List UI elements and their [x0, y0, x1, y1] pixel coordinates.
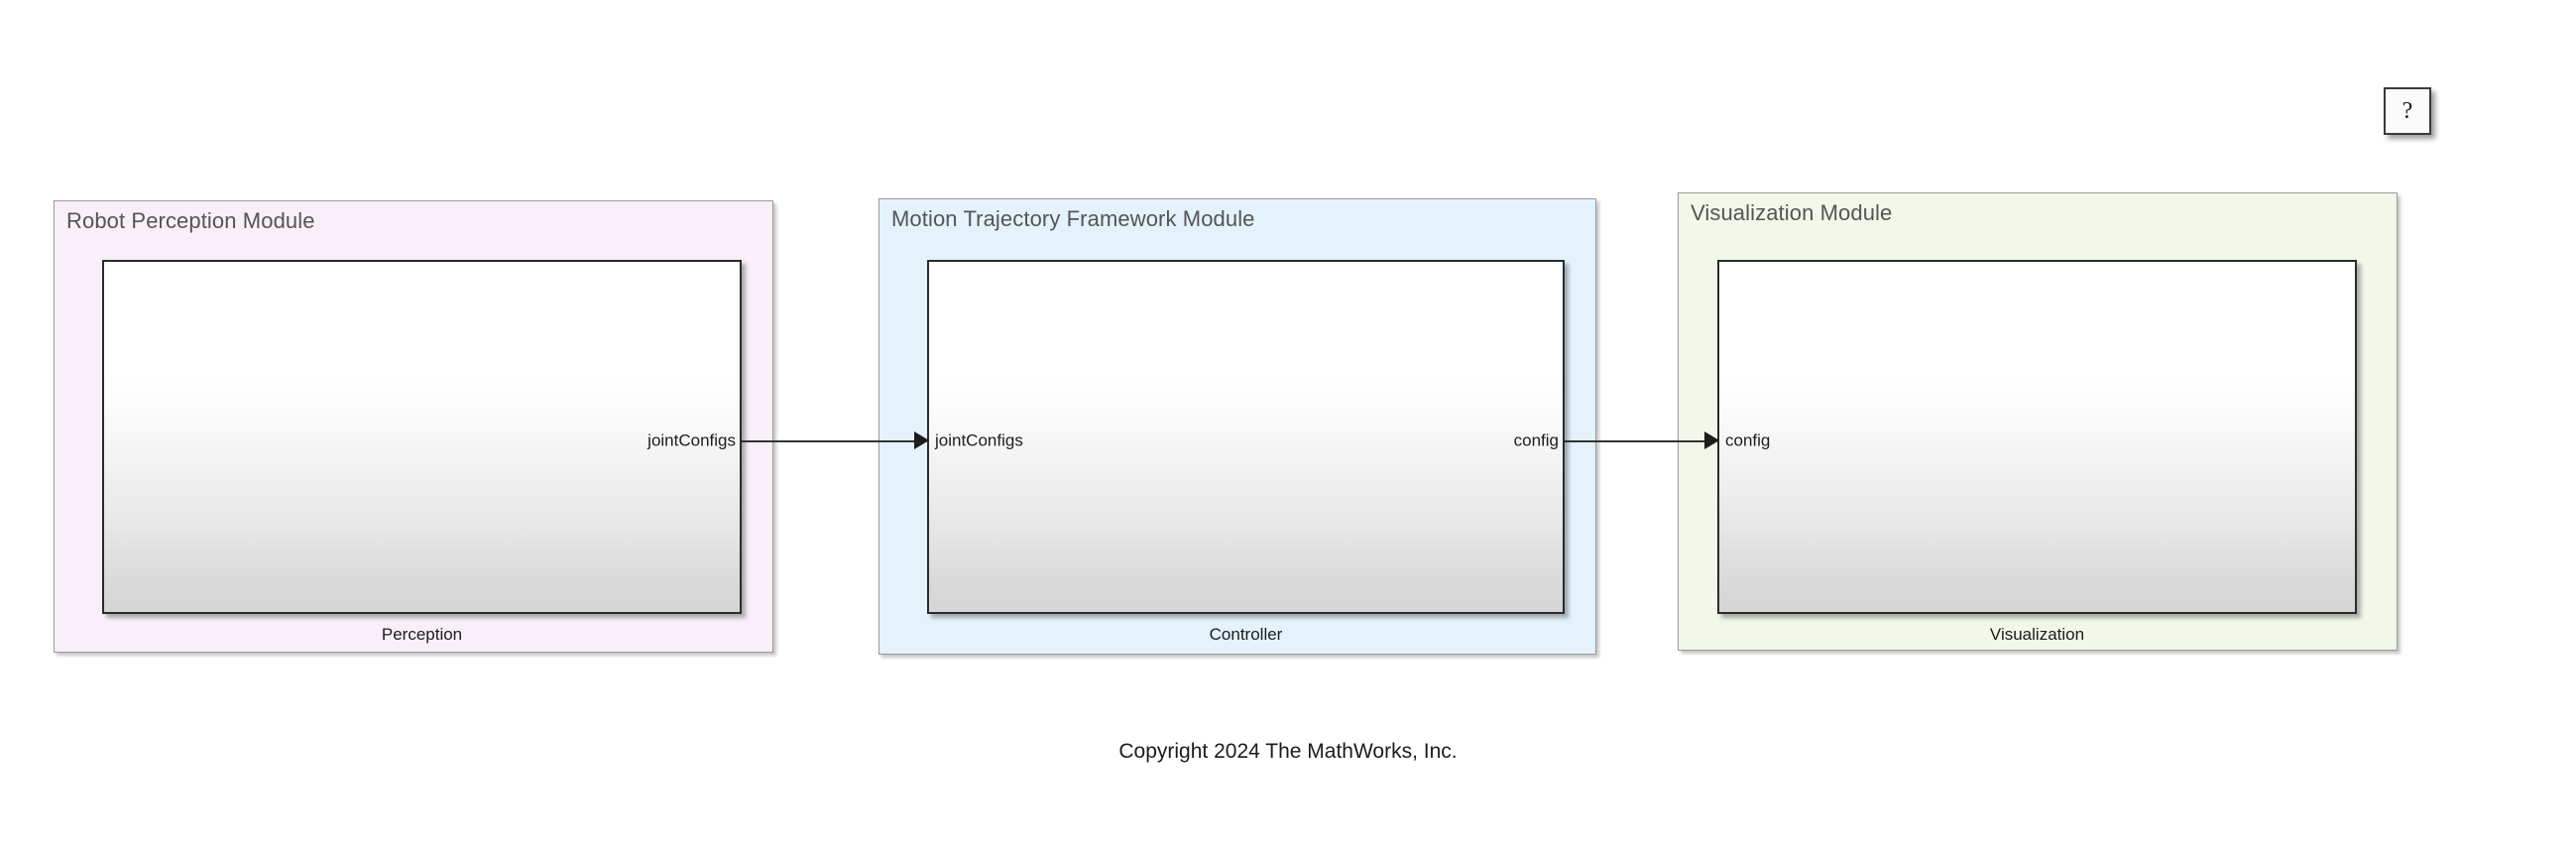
- question-mark-icon: ?: [2401, 97, 2413, 124]
- block-label-controller: Controller: [1209, 625, 1283, 644]
- area-title-robot-perception-module: Robot Perception Module: [66, 208, 315, 233]
- block-perception[interactable]: [102, 260, 742, 614]
- arrow-head-icon-config: [1704, 431, 1719, 449]
- block-label-visualization: Visualization: [1989, 625, 2085, 644]
- block-controller[interactable]: [927, 260, 1565, 614]
- block-visualization[interactable]: [1717, 260, 2357, 614]
- port-label-visualization-config-in: config: [1725, 430, 1771, 450]
- port-label-perception-jointconfigs-out: jointConfigs: [647, 430, 736, 450]
- port-label-controller-config-out: config: [1513, 430, 1559, 450]
- signal-line-jointconfigs[interactable]: [742, 440, 922, 442]
- signal-line-config[interactable]: [1565, 440, 1711, 442]
- arrow-head-icon-jointconfigs: [914, 431, 929, 449]
- port-label-controller-jointconfigs-in: jointConfigs: [935, 430, 1023, 450]
- area-title-motion-trajectory-framework-module: Motion Trajectory Framework Module: [891, 206, 1255, 231]
- help-button[interactable]: ?: [2384, 87, 2431, 135]
- area-title-visualization-module: Visualization Module: [1691, 200, 1893, 225]
- block-label-perception: Perception: [381, 625, 463, 644]
- copyright-text: Copyright 2024 The MathWorks, Inc.: [1118, 740, 1458, 763]
